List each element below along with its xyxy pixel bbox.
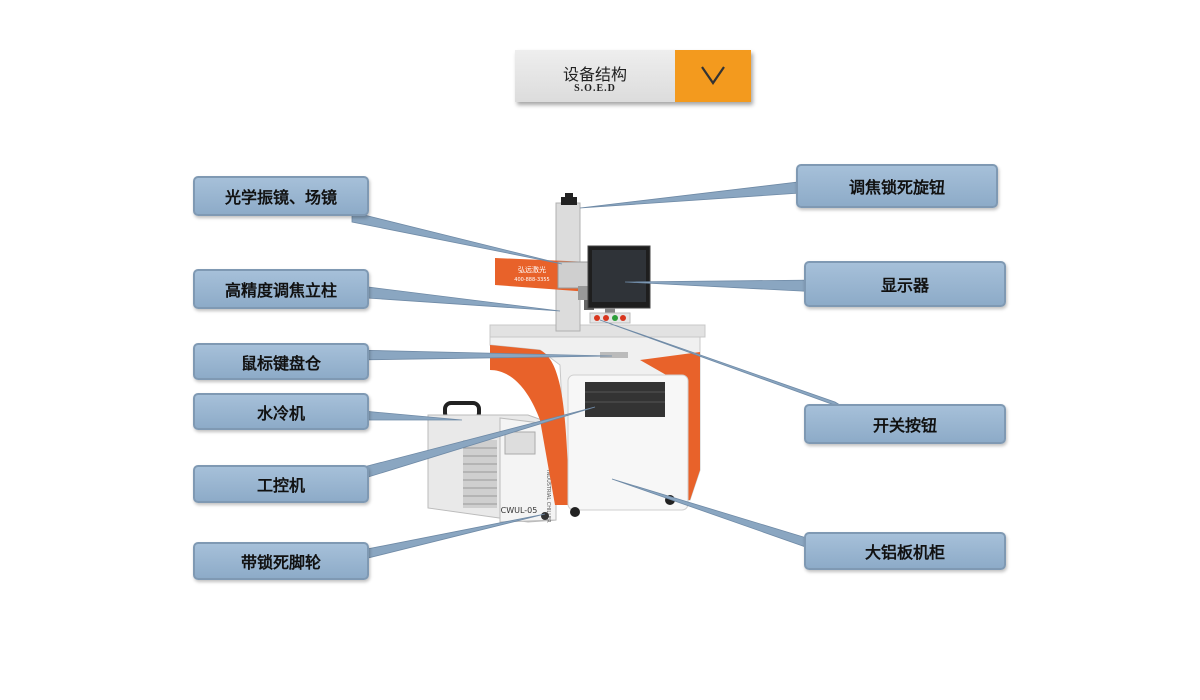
callout-casters: 带锁死脚轮 xyxy=(193,542,369,580)
callout-keyboard: 鼠标键盘仓 xyxy=(193,343,369,380)
callout-chiller: 水冷机 xyxy=(193,393,369,430)
callout-galvo: 光学振镜、场镜 xyxy=(193,176,369,216)
leader-casters xyxy=(351,513,546,563)
brand-text: 弘远激光 xyxy=(518,265,546,274)
chevron-down-icon xyxy=(701,66,725,85)
header-title-box: 设备结构 S.O.E.D xyxy=(515,50,675,102)
leader-display xyxy=(624,279,821,293)
leader-switch xyxy=(599,319,849,411)
header-accent-box xyxy=(675,50,751,102)
aluminium-cabinet xyxy=(489,324,706,517)
callout-display: 显示器 xyxy=(804,261,1006,307)
callout-cabinet: 大铝板机柜 xyxy=(804,532,1006,570)
leader-focus-knob xyxy=(579,179,816,209)
callout-column: 高精度调焦立柱 xyxy=(193,269,369,309)
callout-switch: 开关按钮 xyxy=(804,404,1006,444)
callout-focus-knob: 调焦锁死旋钮 xyxy=(796,164,998,208)
phone-text: 400-888-3355 xyxy=(514,277,549,283)
leader-column xyxy=(351,284,561,312)
header-title: 设备结构 xyxy=(562,65,627,84)
leader-cabinet xyxy=(611,478,821,553)
leader-keyboard xyxy=(351,349,613,361)
switch-panel xyxy=(589,312,631,324)
leader-galvo xyxy=(351,211,563,265)
chiller-side-text: INDUSTRIAL CHILLER xyxy=(545,470,551,523)
water-chiller: CWUL-05 INDUSTRIAL CHILLER xyxy=(427,401,557,523)
callout-ipc: 工控机 xyxy=(193,465,369,503)
chiller-model-text: CWUL-05 xyxy=(501,506,538,515)
section-header: 设备结构 S.O.E.D xyxy=(515,50,751,102)
header-subtitle: S.O.E.D xyxy=(574,83,616,94)
